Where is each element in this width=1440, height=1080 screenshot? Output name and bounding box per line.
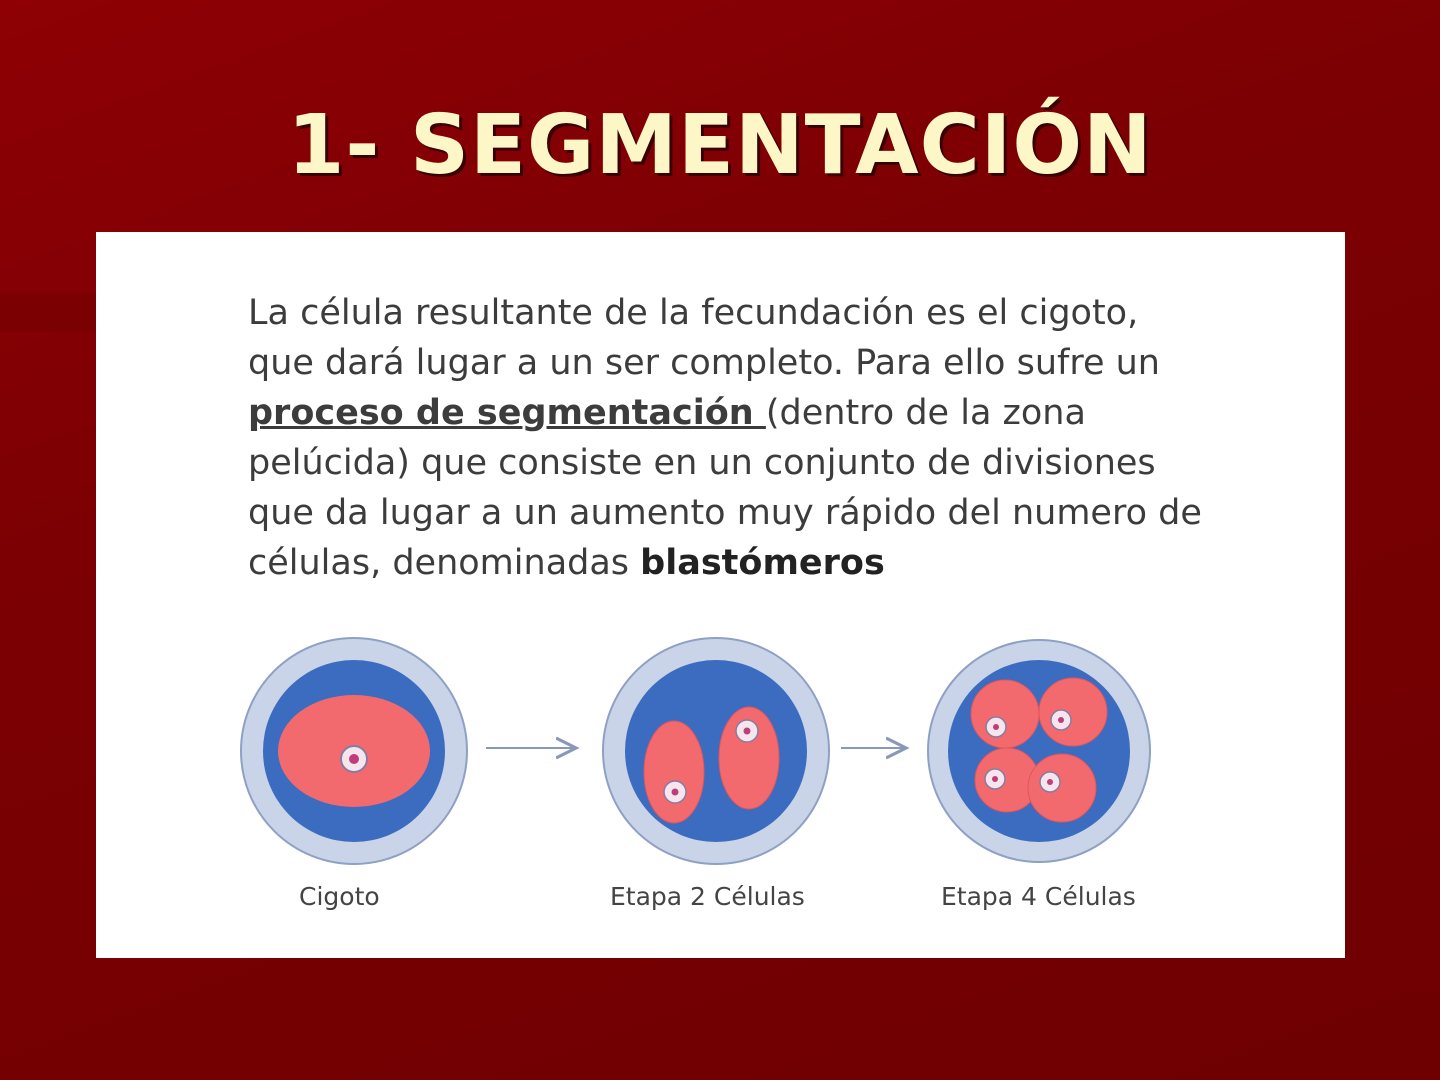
para-intro: La célula resultante de la fecundación e… <box>248 293 1160 383</box>
para-middle: (dentro de la zona pelúcida) que consist… <box>248 393 1202 583</box>
blastomere-4b <box>1038 677 1108 747</box>
cytoplasm-3 <box>948 660 1130 842</box>
nucleolus-4b <box>1058 717 1064 723</box>
blastomere-2b <box>718 706 780 810</box>
para-bold-end: blastómeros <box>640 543 885 583</box>
description-paragraph: La célula resultante de la fecundación e… <box>248 288 1208 588</box>
caption-four-cell: Etapa 4 Células <box>941 882 1136 911</box>
content-panel: La célula resultante de la fecundación e… <box>96 232 1345 958</box>
blastomere-4d <box>1027 753 1097 823</box>
segmentation-diagram <box>240 637 1151 865</box>
nucleolus-4a <box>993 724 999 730</box>
zygote-stage <box>240 637 468 865</box>
para-highlight: proceso de segmentación <box>248 393 766 433</box>
two-cell-stage <box>602 637 830 865</box>
blastomere-4a <box>970 679 1040 749</box>
caption-two-cell: Etapa 2 Células <box>610 882 805 911</box>
blastomere-2a <box>643 720 705 824</box>
zygote-nucleolus <box>349 754 359 764</box>
nucleolus-2a <box>671 788 679 796</box>
slide-title: 1- SEGMENTACIÓN <box>287 98 1153 193</box>
nucleolus-4c <box>992 776 998 782</box>
nucleolus-2b <box>743 727 751 735</box>
nucleolus-4d <box>1047 779 1053 785</box>
caption-zygote: Cigoto <box>299 882 380 911</box>
four-cell-stage <box>927 639 1151 863</box>
